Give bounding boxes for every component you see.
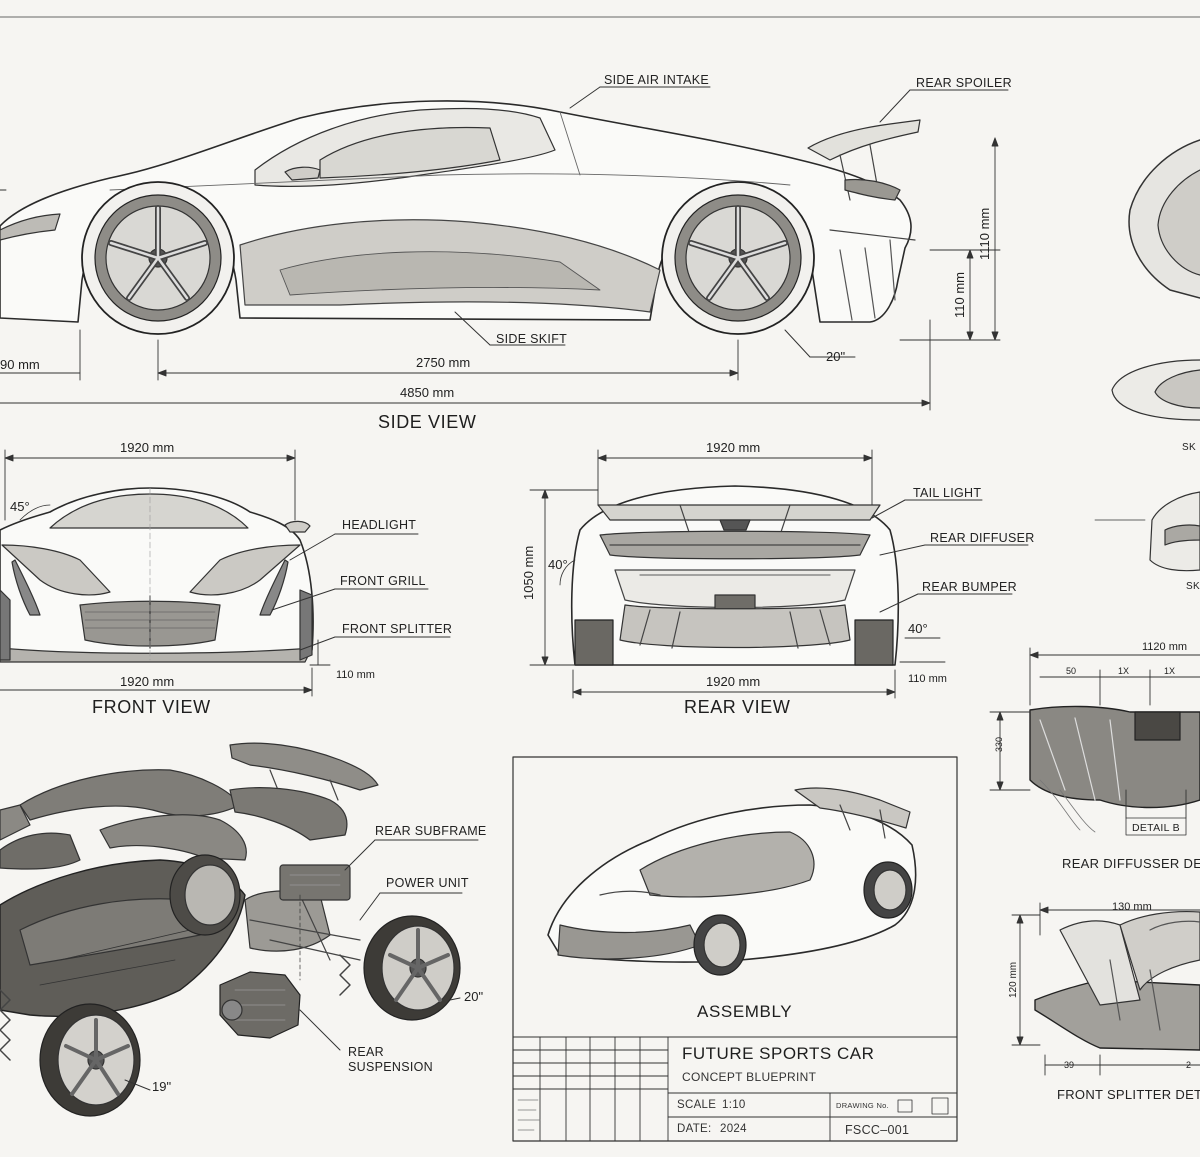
front-angle-dim: 45° bbox=[10, 499, 30, 514]
exploded-view-leaders bbox=[124, 839, 479, 1091]
date-label: DATE: bbox=[677, 1123, 712, 1135]
front-splitter-dimensions bbox=[1011, 902, 1200, 1076]
rear-subframe-label: REAR SUBFRAME bbox=[375, 824, 487, 838]
side-view-dimensions bbox=[0, 137, 1001, 411]
top-right-partial-views bbox=[1094, 139, 1200, 572]
assembly-car bbox=[547, 787, 917, 976]
diffuser-height-dim: 330 bbox=[994, 736, 1004, 752]
rear-diffuser-detail-title: REAR DIFFUSSER DE bbox=[1062, 856, 1200, 871]
front-width-top-dim: 1920 mm bbox=[120, 440, 175, 455]
splitter-sub2-dim: 2 bbox=[1186, 1060, 1192, 1070]
front-view-dimensions bbox=[0, 449, 331, 697]
rear-angle-left-dim: 40° bbox=[548, 557, 568, 572]
front-width-bottom-dim: 1920 mm bbox=[120, 674, 175, 689]
front-splitter-height-dim: 110 mm bbox=[336, 669, 375, 681]
rear-height-dim: 1050 mm bbox=[521, 545, 536, 600]
height-dim: 1110 mm bbox=[977, 207, 992, 260]
front-grill-label: FRONT GRILL bbox=[340, 574, 426, 588]
rear-suspension-label-line2: SUSPENSION bbox=[348, 1060, 433, 1074]
ground-clearance-dim: 110 mm bbox=[952, 272, 967, 318]
rear-wheel-size-dim: 20" bbox=[826, 349, 846, 364]
front-splitter-label: FRONT SPLITTER bbox=[342, 622, 453, 636]
power-unit-label: POWER UNIT bbox=[386, 876, 469, 890]
detail-b-label: DETAIL B bbox=[1132, 822, 1180, 834]
front-view-title: FRONT VIEW bbox=[92, 697, 211, 717]
diffuser-sub1-dim: 50 bbox=[1066, 666, 1077, 676]
rear-view-dimensions bbox=[529, 449, 946, 699]
drawing-no-label: DRAWING No. bbox=[836, 1101, 890, 1110]
project-subtitle: CONCEPT BLUEPRINT bbox=[682, 1070, 817, 1084]
diffuser-sub3-dim: 1X bbox=[1164, 666, 1176, 676]
side-view-title: SIDE VIEW bbox=[378, 412, 477, 432]
rear-bumper-label: REAR BUMPER bbox=[922, 580, 1017, 594]
sk-label-2: SK bbox=[1186, 581, 1200, 592]
side-partial-dim: 90 mm bbox=[0, 357, 40, 372]
project-title: FUTURE SPORTS CAR bbox=[682, 1044, 875, 1063]
rear-width-bottom-dim: 1920 mm bbox=[706, 674, 761, 689]
title-block-grid bbox=[512, 1036, 958, 1142]
diffuser-sub2-dim: 1X bbox=[1118, 666, 1130, 676]
side-rear-wheel bbox=[661, 181, 815, 335]
drawing-number: FSCC–001 bbox=[845, 1123, 910, 1137]
length-dim: 4850 mm bbox=[400, 385, 455, 400]
scale-value: 1:10 bbox=[722, 1099, 746, 1111]
side-view-car bbox=[0, 100, 921, 335]
side-air-intake-label: SIDE AIR INTAKE bbox=[604, 73, 709, 87]
exploded-view bbox=[0, 742, 461, 1117]
rear-view-car bbox=[570, 485, 900, 666]
rear-diffuser-dimensions bbox=[989, 647, 1200, 836]
side-skirt-label: SIDE SKIFT bbox=[496, 332, 568, 346]
side-view-leaders bbox=[454, 86, 1009, 358]
exploded-front-wheel-dim: 19" bbox=[152, 1079, 172, 1094]
rear-angle-right-dim: 40° bbox=[908, 621, 928, 636]
diffuser-width-dim: 1120 mm bbox=[1142, 641, 1188, 653]
exploded-rear-wheel-dim: 20" bbox=[464, 989, 484, 1004]
tail-light-label: TAIL LIGHT bbox=[913, 486, 982, 500]
rear-diffuser-label: REAR DIFFUSER bbox=[930, 531, 1035, 545]
rear-width-top-dim: 1920 mm bbox=[706, 440, 761, 455]
assembly-title: ASSEMBLY bbox=[697, 1002, 793, 1021]
front-splitter-detail-title: FRONT SPLITTER DET bbox=[1057, 1087, 1200, 1102]
headlight-label: HEADLIGHT bbox=[342, 518, 417, 532]
scale-label: SCALE bbox=[677, 1099, 717, 1111]
front-view-car bbox=[0, 487, 314, 663]
exploded-rear-wheel bbox=[363, 915, 461, 1021]
rear-bumper-height-dim: 110 mm bbox=[908, 673, 947, 685]
rear-view-title: REAR VIEW bbox=[684, 697, 791, 717]
front-splitter-detail bbox=[1034, 911, 1200, 1051]
front-view-leaders bbox=[271, 533, 451, 651]
wheelbase-dim: 2750 mm bbox=[416, 355, 471, 370]
side-front-wheel bbox=[81, 181, 235, 335]
assembly-frame bbox=[512, 756, 958, 1142]
splitter-height-dim: 120 mm bbox=[1008, 961, 1019, 998]
rear-diffuser-detail bbox=[1029, 705, 1200, 833]
splitter-width-dim: 130 mm bbox=[1112, 901, 1152, 913]
rear-spoiler-label: REAR SPOILER bbox=[916, 76, 1012, 90]
sk-label-1: SK bbox=[1182, 442, 1196, 453]
exploded-front-wheel bbox=[39, 1003, 141, 1117]
rear-suspension-label-line1: REAR bbox=[348, 1045, 384, 1059]
date-value: 2024 bbox=[720, 1123, 747, 1135]
rear-view-leaders bbox=[871, 499, 1029, 613]
splitter-sub1-dim: 39 bbox=[1064, 1060, 1075, 1070]
